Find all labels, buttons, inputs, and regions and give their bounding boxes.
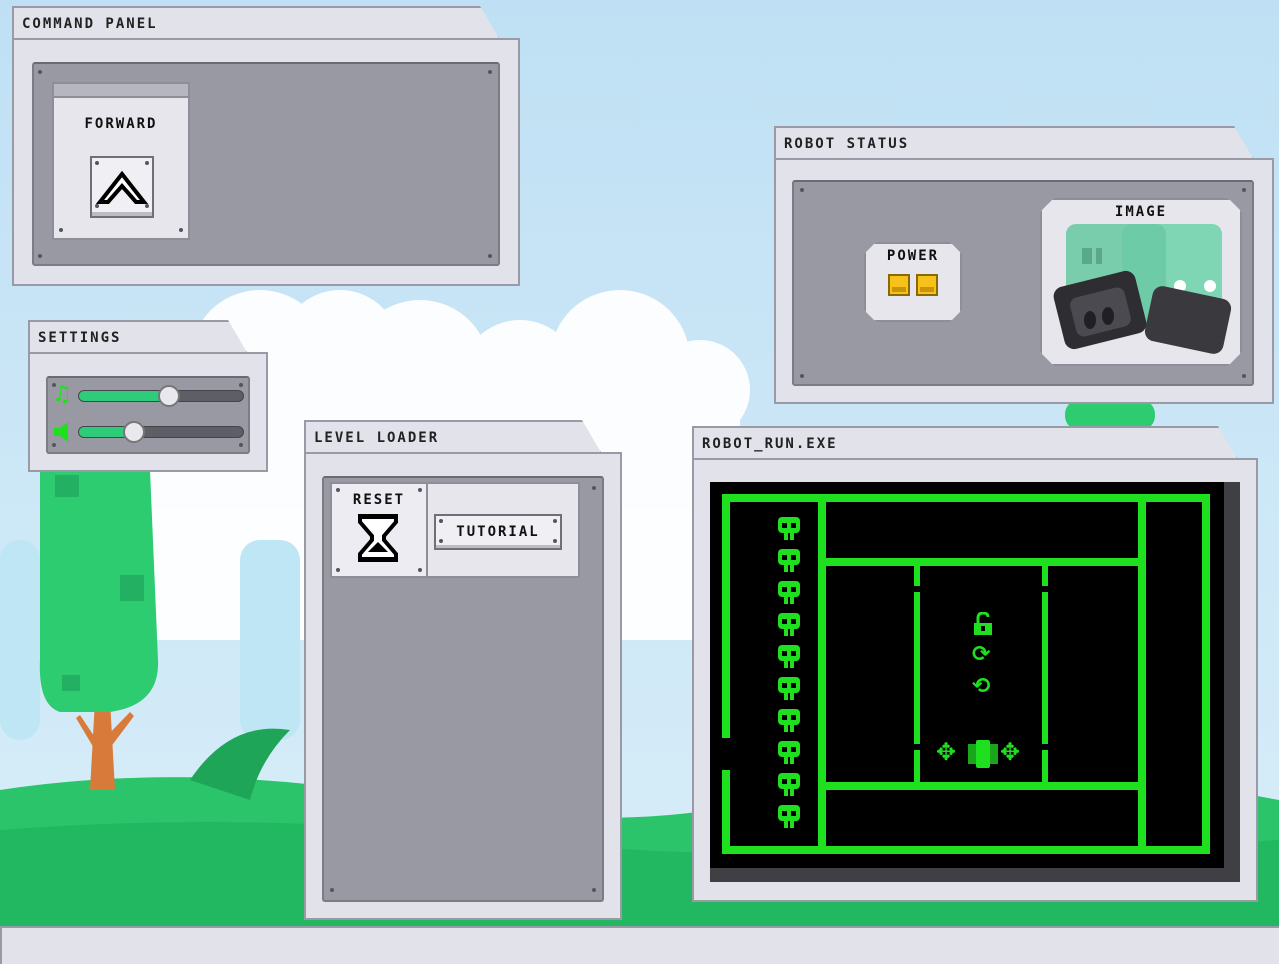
move-icon: ✥ — [936, 738, 957, 766]
robot-run-tab: ROBOT_RUN.EXE — [692, 426, 1238, 460]
unlock-icon — [974, 612, 992, 635]
level-loader-title: LEVEL LOADER — [314, 430, 440, 446]
rotate-right-icon: ⟳ — [972, 642, 991, 667]
robot-status-panel: ROBOT STATUS POWER IMAGE — [774, 126, 1274, 404]
sound-volume-fill — [79, 427, 135, 437]
sound-volume-slider[interactable] — [78, 426, 244, 438]
music-note-icon: ♫ — [52, 382, 72, 407]
forward-label: FORWARD — [84, 116, 158, 132]
robot-status-tab: ROBOT STATUS — [774, 126, 1254, 160]
forward-button[interactable] — [90, 156, 154, 218]
robot-run-title: ROBOT_RUN.EXE — [702, 436, 838, 452]
settings-title: SETTINGS — [38, 330, 122, 346]
power-cell — [916, 274, 938, 296]
hourglass-icon — [358, 514, 398, 562]
robot-portrait-icon — [1052, 222, 1232, 362]
power-cell — [888, 274, 910, 296]
level-loader-panel: LEVEL LOADER TUTORIAL RESET — [304, 420, 622, 920]
level-loader-tab: LEVEL LOADER — [304, 420, 602, 454]
command-panel-title: COMMAND PANEL — [22, 16, 158, 32]
skull-icon — [778, 645, 800, 668]
settings-panel: SETTINGS ♫ — [28, 320, 268, 472]
robot-status-title: ROBOT STATUS — [784, 136, 910, 152]
settings-tab: SETTINGS — [28, 320, 248, 354]
skull-icon — [778, 805, 800, 828]
music-volume-knob[interactable] — [158, 385, 181, 407]
rotate-left-icon: ⟲ — [972, 674, 991, 699]
tutorial-label: TUTORIAL — [456, 524, 540, 540]
robot-image-card: IMAGE — [1040, 198, 1242, 366]
reset-button[interactable]: RESET — [330, 482, 428, 578]
reset-label: RESET — [352, 492, 406, 508]
skull-icon — [778, 517, 800, 540]
robot-icon — [968, 740, 998, 768]
image-label: IMAGE — [1114, 204, 1168, 220]
forward-arrow-icon — [95, 170, 149, 204]
settings-controls — [46, 376, 250, 454]
tutorial-button[interactable]: TUTORIAL — [434, 514, 562, 550]
sound-volume-knob[interactable] — [123, 421, 146, 443]
power-label: POWER — [886, 248, 940, 264]
forward-command-card[interactable]: FORWARD — [52, 82, 190, 240]
bottom-bar — [0, 926, 1279, 964]
lives-column — [776, 516, 802, 836]
speaker-icon — [54, 422, 68, 442]
skull-icon — [778, 677, 800, 700]
move-icon: ✥ — [1000, 738, 1021, 766]
robot-run-window: ROBOT_RUN.EXE ⟳ ⟲ ✥ ✥ — [692, 426, 1258, 902]
command-panel: COMMAND PANEL FORWARD — [12, 6, 520, 286]
skull-icon — [778, 773, 800, 796]
skull-icon — [778, 549, 800, 572]
skull-icon — [778, 613, 800, 636]
power-indicator: POWER — [864, 242, 962, 322]
command-panel-tab: COMMAND PANEL — [12, 6, 500, 40]
skull-icon — [778, 581, 800, 604]
game-screen[interactable]: ⟳ ⟲ ✥ ✥ — [710, 482, 1240, 882]
music-volume-fill — [79, 391, 170, 401]
skull-icon — [778, 709, 800, 732]
skull-icon — [778, 741, 800, 764]
